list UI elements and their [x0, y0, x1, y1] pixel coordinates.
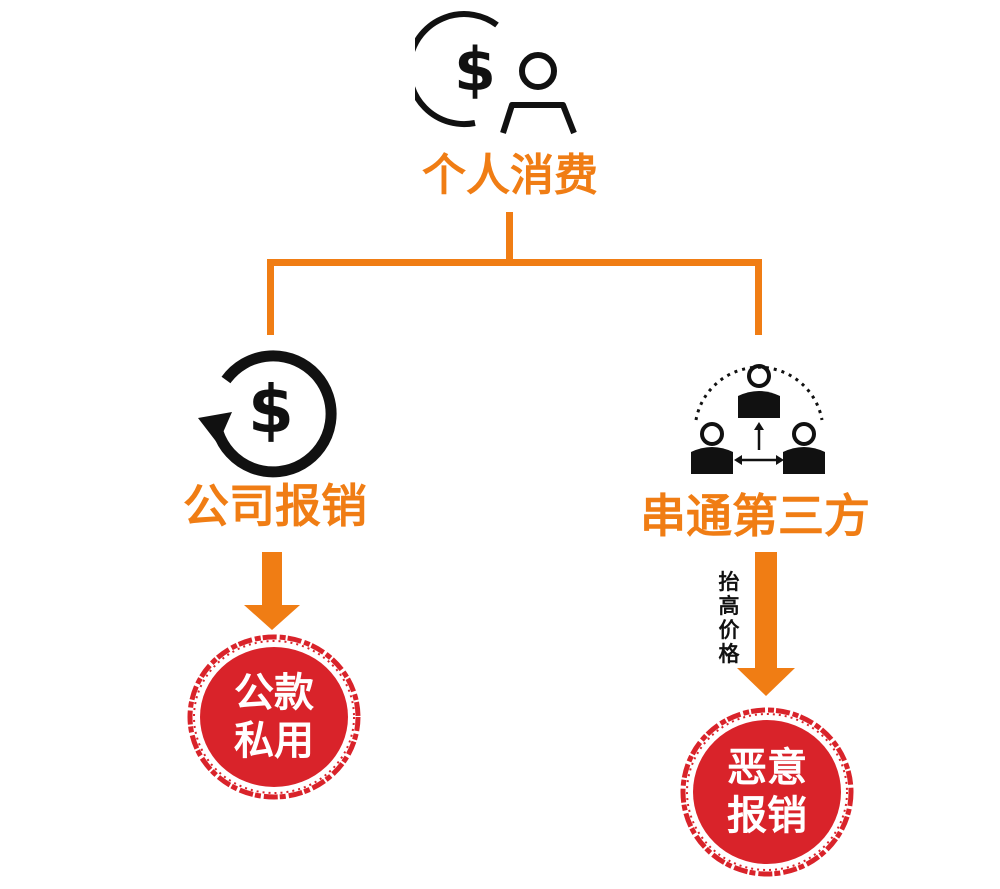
- arrow-label-char: 格: [718, 642, 740, 666]
- branch-line: [267, 259, 762, 266]
- arrow-label: 抬 高 价 格: [716, 570, 742, 666]
- left-arrow-shaft: [262, 552, 282, 610]
- arrow-label-char: 价: [718, 618, 740, 642]
- right-stamp-line1: 恶意: [727, 745, 807, 791]
- right-label: 串通第三方: [640, 489, 870, 543]
- right-stamp-line2: 报销: [727, 793, 807, 839]
- trunk-line: [506, 212, 513, 264]
- dollar-refresh-icon: $: [198, 350, 337, 478]
- svg-text:$: $: [454, 35, 496, 105]
- right-drop-line: [755, 259, 762, 335]
- left-stamp-line2: 私用: [234, 718, 314, 764]
- people-network-icon: [691, 364, 825, 474]
- right-arrow-shaft: [755, 552, 777, 674]
- svg-text:$: $: [248, 371, 294, 448]
- dollar-person-icon: $: [415, 11, 577, 135]
- left-arrow-head: [244, 605, 300, 630]
- right-stamp: [680, 707, 854, 877]
- left-stamp-line1: 公款: [234, 670, 314, 716]
- right-arrow-head: [737, 668, 795, 696]
- left-stamp: [187, 634, 361, 800]
- arrow-label-char: 高: [718, 594, 740, 618]
- left-label: 公司报销: [183, 479, 367, 533]
- left-drop-line: [267, 259, 274, 335]
- arrow-label-char: 抬: [718, 570, 740, 594]
- top-label: 个人消费: [422, 150, 598, 201]
